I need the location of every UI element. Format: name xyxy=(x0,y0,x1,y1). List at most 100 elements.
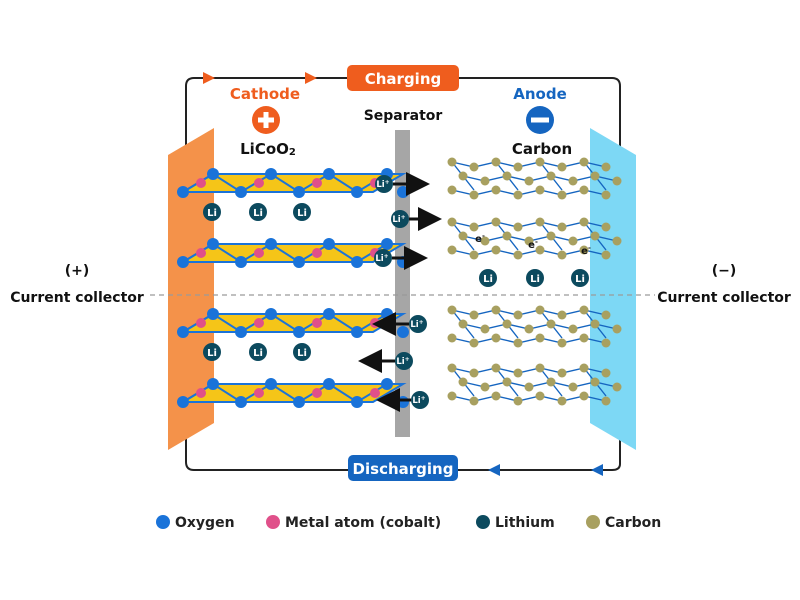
oxygen-atom xyxy=(207,238,219,250)
charging-arrow-1 xyxy=(203,72,215,84)
carbon-atom xyxy=(535,333,545,343)
carbon-atom xyxy=(491,391,501,401)
cobalt-atom xyxy=(312,248,322,258)
carbon-atom xyxy=(535,363,545,373)
oxygen-atom xyxy=(207,168,219,180)
lithium-ion-flow: Li+Li+Li+Li+Li+Li+ xyxy=(358,172,442,412)
discharging-pill: Discharging xyxy=(348,455,458,481)
oxygen-atom xyxy=(177,326,189,338)
carbon-atom xyxy=(469,338,479,348)
carbon-atom xyxy=(513,396,523,406)
plus-icon xyxy=(252,106,280,134)
carbon-atom xyxy=(513,190,523,200)
discharging-label: Discharging xyxy=(353,460,454,478)
carbon-atom xyxy=(458,319,468,329)
carbon-atom xyxy=(601,368,611,378)
oxygen-atom xyxy=(323,238,335,250)
carbon-atom xyxy=(469,222,479,232)
carbon-atom xyxy=(447,391,457,401)
carbon-atom xyxy=(579,185,589,195)
lithium-atom-label: Li xyxy=(297,348,307,359)
oxygen-atom xyxy=(381,308,393,320)
carbon-atom xyxy=(458,171,468,181)
carbon-atom xyxy=(469,310,479,320)
lithium-ion-label: Li+ xyxy=(376,179,389,190)
carbon-atom xyxy=(568,382,578,392)
carbon-atom xyxy=(513,162,523,172)
lithium-ion-label: Li+ xyxy=(396,356,409,367)
carbon-atom xyxy=(579,391,589,401)
minus-icon xyxy=(526,106,554,134)
carbon-atom xyxy=(601,310,611,320)
carbon-atom xyxy=(491,185,501,195)
lithium-ion-1: Li+ xyxy=(375,172,430,196)
carbon-atom xyxy=(447,185,457,195)
cobalt-atom xyxy=(312,178,322,188)
carbon-atom xyxy=(612,382,622,392)
carbon-atom xyxy=(480,236,490,246)
lithium-atom xyxy=(293,203,311,221)
carbon-atom xyxy=(502,171,512,181)
lithium-atom xyxy=(249,343,267,361)
lithium-ion-5: Li+ xyxy=(358,349,413,373)
carbon-atom xyxy=(579,217,589,227)
carbon-atom xyxy=(480,382,490,392)
oxygen-atom xyxy=(265,378,277,390)
carbon-atom xyxy=(557,190,567,200)
electron-label: e- xyxy=(581,244,591,257)
carbon-atom xyxy=(601,190,611,200)
separator-label: Separator xyxy=(364,108,443,124)
left-collector-sign: (+) xyxy=(65,263,90,279)
carbon-atom xyxy=(546,231,556,241)
oxygen-atom xyxy=(381,378,393,390)
oxygen-atom xyxy=(235,396,247,408)
carbon-atom xyxy=(524,324,534,334)
lithium-atom xyxy=(293,343,311,361)
carbon-atom xyxy=(601,338,611,348)
cobalt-atom xyxy=(370,388,380,398)
carbon-atom xyxy=(546,319,556,329)
lithium-ion-6: Li+ xyxy=(376,388,429,412)
charging-label: Charging xyxy=(365,70,442,88)
legend-item-oxygen: Oxygen xyxy=(156,515,235,531)
cobalt-atom xyxy=(196,248,206,258)
lithium-atom xyxy=(479,269,497,287)
legend-swatch xyxy=(476,515,490,529)
carbon-atom xyxy=(568,324,578,334)
lithium-atom xyxy=(526,269,544,287)
carbon-atom xyxy=(491,363,501,373)
carbon-atom xyxy=(513,250,523,260)
carbon-atom xyxy=(579,157,589,167)
carbon-atom xyxy=(601,162,611,172)
lithium-atom xyxy=(203,203,221,221)
lithium-atom-label: Li xyxy=(253,348,263,359)
left-collector-label: Current collector xyxy=(10,290,144,306)
carbon-atom xyxy=(524,176,534,186)
carbon-atom xyxy=(557,250,567,260)
cobalt-atom xyxy=(254,248,264,258)
oxygen-atom xyxy=(265,308,277,320)
lithium-ion-circle xyxy=(395,352,413,370)
oxygen-atom xyxy=(293,396,305,408)
lithium-atom-label: Li xyxy=(483,274,493,285)
carbon-atom xyxy=(469,368,479,378)
oxygen-atom xyxy=(323,378,335,390)
oxygen-atom xyxy=(235,186,247,198)
anode-layer-4 xyxy=(447,363,622,406)
cathode-layer-2 xyxy=(177,238,409,268)
legend-label: Carbon xyxy=(605,515,661,531)
cathode-material: LiCoO2 xyxy=(240,140,296,158)
carbon-atom xyxy=(491,333,501,343)
anode-layer-3 xyxy=(447,305,622,348)
carbon-atom xyxy=(513,338,523,348)
lithium-atom-label: Li xyxy=(253,208,263,219)
oxygen-atom xyxy=(351,186,363,198)
carbon-atom xyxy=(568,176,578,186)
oxygen-atom xyxy=(207,378,219,390)
carbon-atom xyxy=(579,333,589,343)
lithium-ion-circle xyxy=(391,210,409,228)
oxygen-atom xyxy=(397,186,409,198)
oxygen-atom xyxy=(293,326,305,338)
